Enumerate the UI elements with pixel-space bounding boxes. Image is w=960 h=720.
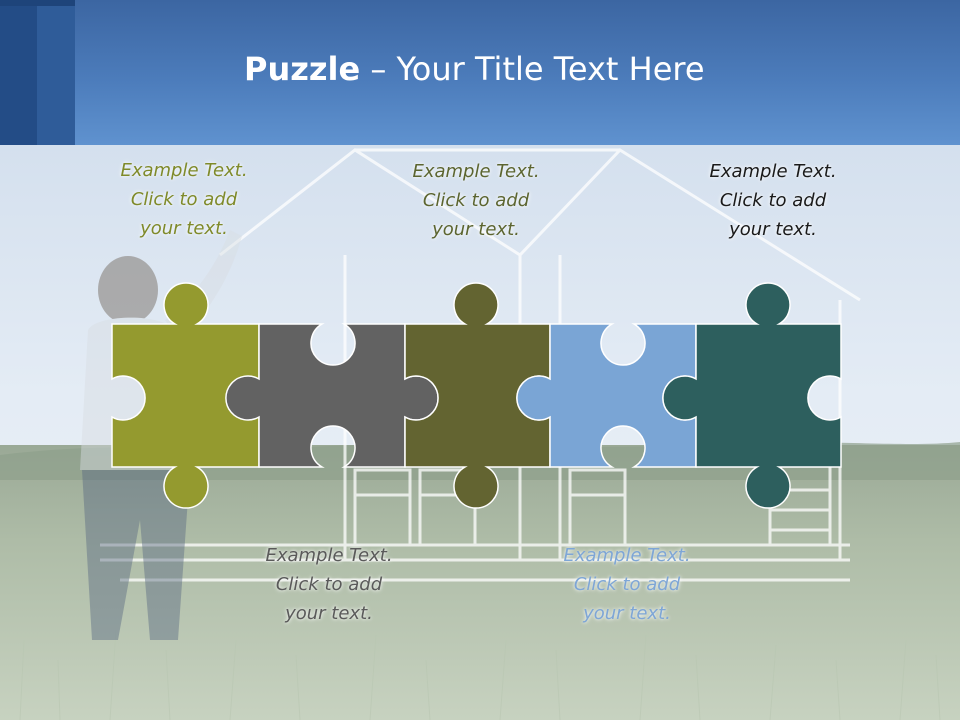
title-bold: Puzzle — [244, 50, 361, 88]
header-accent-bar — [0, 0, 37, 145]
title-rest: – Your Title Text Here — [360, 50, 705, 88]
puzzle-piece-1[interactable] — [111, 282, 260, 509]
header-accent-strip — [0, 0, 75, 6]
header-accent-bar-secondary — [37, 0, 75, 145]
slide-title[interactable]: Puzzle – Your Title Text Here — [244, 50, 705, 88]
puzzle-piece-5[interactable] — [662, 282, 842, 509]
header-bar — [0, 0, 960, 145]
